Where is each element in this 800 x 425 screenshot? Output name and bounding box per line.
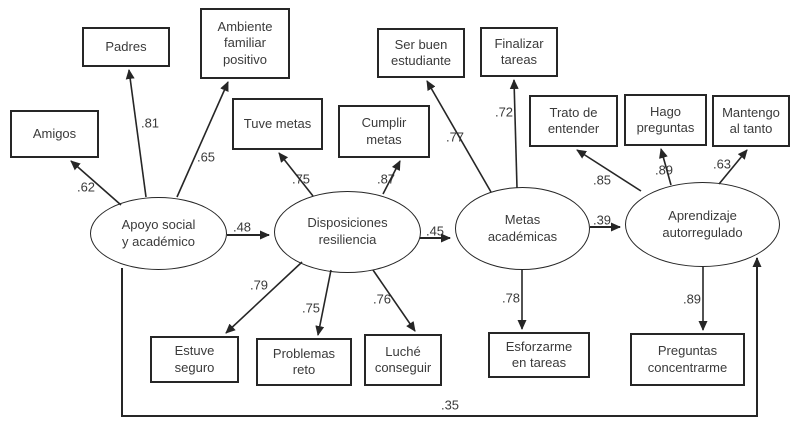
indicator-esforzarme-tareas: Esforzarme en tareas [488,332,590,378]
latent-aprendizaje-autorregulado: Aprendizaje autorregulado [625,182,780,267]
indicator-hago-preguntas: Hago preguntas [624,94,707,146]
arrow-metas-finalizar-tareas [509,79,519,189]
loading-label-preguntas-concentrarme: .89 [682,291,702,307]
indicator-ambiente-familiar-label: Ambiente familiar positivo [217,19,273,67]
indicator-mantengo-al-tanto-label: Mantengo al tanto [722,104,780,136]
indicator-padres: Padres [82,27,170,67]
latent-metas-academicas-label: Metas académicas [487,211,558,244]
latent-apoyo-social: Apoyo social y académico [90,197,227,270]
latent-aprendizaje-autorregulado-label: Aprendizaje autorregulado [662,207,743,240]
indicator-ser-buen-estudiante: Ser buen estudiante [377,28,465,78]
indicator-luche-conseguir: Luché conseguir [364,334,442,386]
loading-label-mantengo-al-tanto: .63 [712,156,732,172]
arrow-apoyo-ambiente [176,81,229,198]
loading-label-luche-conseguir: .76 [372,291,392,307]
loading-label-amigos: .62 [76,179,96,195]
loading-label-ser-buen-estudiante: .77 [445,129,465,145]
latent-disposiciones-resiliencia-label: Disposiciones resiliencia [307,215,388,247]
indicator-estuve-seguro: Estuve seguro [150,336,239,383]
indicator-esforzarme-tareas-label: Esforzarme en tareas [505,338,573,370]
loading-label-padres: .81 [140,115,160,131]
indicator-tuve-metas: Tuve metas [232,98,323,150]
indicator-problemas-reto-label: Problemas reto [272,345,336,377]
indicator-mantengo-al-tanto: Mantengo al tanto [712,95,790,147]
indicator-preguntas-concentrarme-label: Preguntas concentrarme [647,343,728,375]
indicator-cumplir-metas-label: Cumplir metas [361,115,407,147]
loading-label-ambiente: .65 [196,149,216,165]
loading-label-cumplir-metas: .87 [376,171,396,187]
indicator-padres-label: Padres [105,38,147,54]
arrow-disposiciones-estuve-seguro [225,261,303,334]
indicator-hago-preguntas-label: Hago preguntas [636,103,695,135]
loading-label-problemas-reto: .75 [301,300,321,316]
indicator-finalizar-tareas: Finalizar tareas [480,27,558,77]
latent-apoyo-social-label: Apoyo social y académico [121,216,196,249]
latent-metas-academicas: Metas académicas [455,187,590,270]
loading-label-tuve-metas: .75 [291,171,311,187]
loading-label-finalizar-tareas: .72 [494,104,514,120]
indicator-cumplir-metas: Cumplir metas [338,105,430,158]
indicator-tuve-metas-label: Tuve metas [243,115,312,131]
path-label-disposiciones-metas: .45 [425,223,445,239]
path-label-metas-aprendizaje: .39 [592,212,612,228]
indicator-luche-conseguir-label: Luché conseguir [374,343,432,375]
loading-label-trato-de-entender: .85 [592,172,612,188]
indicator-problemas-reto: Problemas reto [256,338,352,386]
indicator-estuve-seguro-label: Estuve seguro [174,343,215,375]
indicator-trato-de-entender: Trato de entender [529,95,618,147]
loading-label-estuve-seguro: .79 [249,277,269,293]
indicator-amigos-label: Amigos [32,125,77,141]
latent-disposiciones-resiliencia: Disposiciones resiliencia [274,191,421,273]
indicator-trato-de-entender-label: Trato de entender [547,104,600,136]
arrow-apoyo-padres [125,69,147,198]
indicator-ser-buen-estudiante-label: Ser buen estudiante [391,36,451,68]
path-label-apoyo-aprendizaje: .35 [440,397,460,413]
loading-label-hago-preguntas: .89 [654,162,674,178]
indicator-ambiente-familiar: Ambiente familiar positivo [200,8,290,79]
loading-label-esforzarme-tareas: .78 [501,290,521,306]
indicator-amigos: Amigos [10,110,99,158]
indicator-finalizar-tareas-label: Finalizar tareas [494,35,544,67]
indicator-preguntas-concentrarme: Preguntas concentrarme [630,333,745,386]
path-label-apoyo-disposiciones: .48 [232,219,252,235]
